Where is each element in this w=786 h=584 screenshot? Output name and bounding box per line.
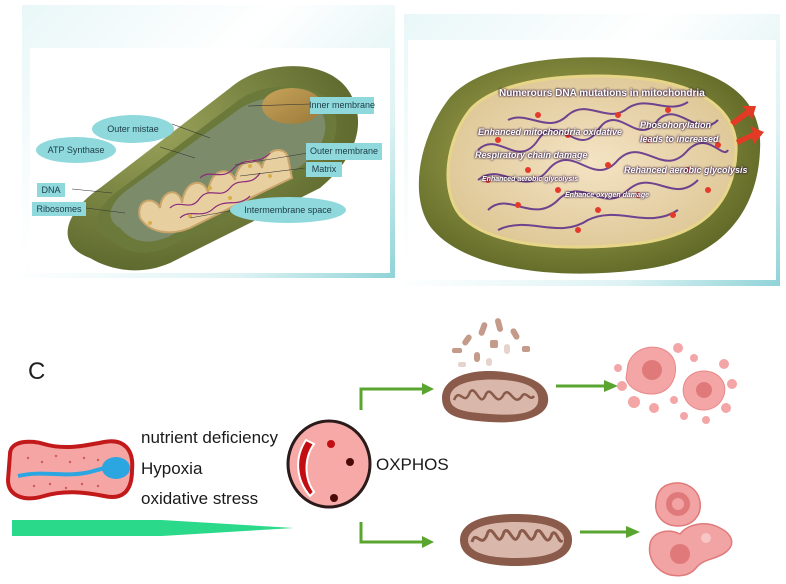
- big-green-arrow: [12, 520, 294, 536]
- fragmented-mitochondrion-icon: [442, 318, 549, 423]
- mitochondrion-cutaway-illustration: [67, 66, 359, 271]
- stressor-oxidative-stress: oxidative stress: [141, 489, 259, 508]
- label-dna: DNA: [37, 183, 65, 197]
- proliferating-cells-icon: [648, 482, 733, 577]
- label-intermembrane-space: Intermembrane space: [230, 197, 346, 223]
- b-phosphorylation-1: Phosohorylation: [640, 120, 712, 130]
- panel-c-letter: C: [28, 358, 46, 385]
- healthy-mitochondrion-icon: [460, 514, 572, 566]
- b-oxygen-damage: Enhance oxygen damage: [565, 192, 650, 199]
- label-outer-membrane: Outer membrane: [306, 143, 382, 160]
- b-title: Numerours DNA mutations in mitochondria: [499, 88, 705, 99]
- apoptotic-cell-fragments-icon: [614, 343, 737, 424]
- b-enhanced-glycolysis: Enhanced aerobic glycolysis: [482, 176, 579, 183]
- branch-arrow-upper: [359, 383, 434, 410]
- mutated-mitochondrion-illustration: [418, 57, 764, 274]
- label-atp-synthase: ATP Synthase: [36, 137, 116, 163]
- stressor-nutrient-deficiency: nutrient deficiency: [141, 428, 279, 447]
- label-outer-mistae: Outer mistae: [92, 115, 174, 143]
- b-enhanced-oxidative: Enhanced mitochondria oxidative: [478, 127, 623, 137]
- label-matrix: Matrix: [306, 162, 342, 177]
- stressor-hypoxia: Hypoxia: [141, 459, 203, 478]
- arrow-to-migrating-cells: [580, 526, 640, 538]
- central-cell-icon: [286, 419, 372, 509]
- arrow-to-apoptotic-cells: [556, 380, 618, 392]
- label-ribosomes: Ribosomes: [32, 202, 86, 216]
- oxphos-label: OXPHOS: [376, 455, 449, 474]
- label-inner-membrane: Inner membrane: [309, 97, 375, 114]
- branch-arrow-lower: [359, 522, 434, 548]
- b-phosphorylation-2: leads to increased: [640, 134, 719, 144]
- b-respiratory: Respiratory chain damage: [475, 150, 588, 160]
- hypoxic-cell-icon: [5, 439, 135, 501]
- b-rehanced-glycolysis: Rehanced aerobic glycolysis: [624, 165, 748, 175]
